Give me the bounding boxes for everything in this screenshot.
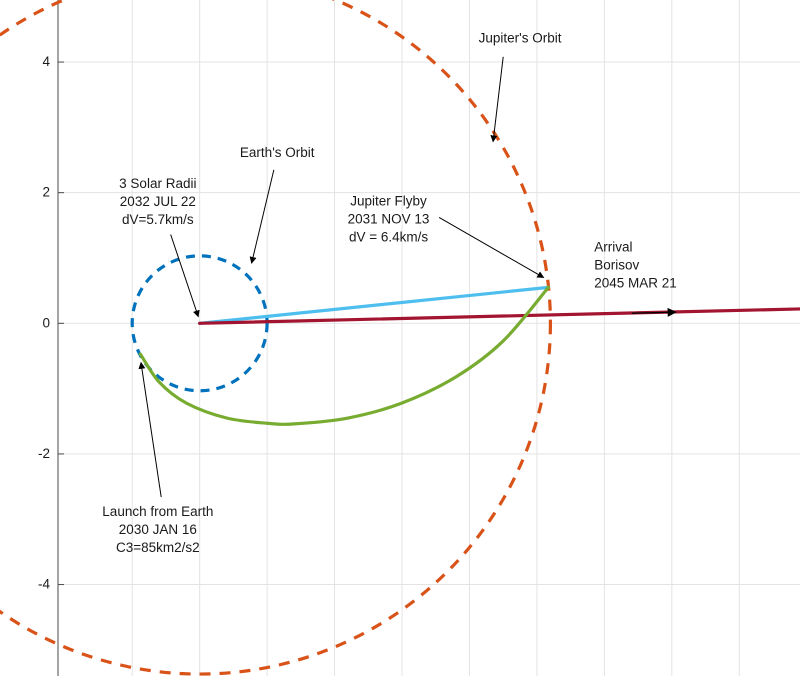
annotation-arrow: [490, 56, 504, 143]
orbit-circle: [130, 254, 269, 393]
annotation-arrow: [170, 234, 200, 318]
annotation-line: 2032 JUL 22: [120, 194, 196, 209]
annotation-earth-orbit: Earth's Orbit: [240, 145, 315, 160]
annotation-line: 2045 MAR 21: [594, 275, 677, 290]
annotation-launch: Launch from Earth 2030 JAN 16 C3=85km2/s2: [102, 504, 213, 555]
annotation-line: Borisov: [594, 257, 639, 272]
annotation-line: Launch from Earth: [102, 504, 213, 519]
annotation-line: Jupiter's Orbit: [479, 30, 562, 45]
annotation-line: Jupiter Flyby: [350, 194, 427, 209]
y-axis: 4 2 0 -2 -4: [38, 0, 64, 676]
y-tick-label: 2: [42, 185, 50, 200]
y-tick-label: 4: [42, 54, 50, 69]
orbit-circle: [0, 0, 552, 676]
trajectory-line: [138, 285, 550, 426]
y-tick-label: -2: [38, 446, 50, 461]
annotation-line: 3 Solar Radii: [119, 176, 196, 191]
annotation-line: 2031 NOV 13: [348, 212, 430, 227]
annotation-arrow: [438, 217, 545, 279]
annotation-arrow: [249, 169, 275, 264]
annotation-line: dV=5.7km/s: [122, 212, 194, 227]
trajectory-line: [198, 285, 550, 325]
grid-lines: [58, 0, 800, 676]
annotation-line: 2030 JAN 16: [119, 522, 197, 537]
trajectory-line: [198, 307, 800, 325]
direction-arrow: [631, 307, 677, 317]
annotation-jupiter-orbit: Jupiter's Orbit: [479, 30, 562, 45]
annotation-solar-radii: 3 Solar Radii 2032 JUL 22 dV=5.7km/s: [119, 176, 196, 227]
annotation-jupiter-flyby: Jupiter Flyby 2031 NOV 13 dV = 6.4km/s: [348, 194, 430, 245]
y-tick-label: -4: [38, 577, 50, 592]
annotation-line: dV = 6.4km/s: [349, 230, 428, 245]
annotation-line: Arrival: [594, 239, 632, 254]
annotation-arrow: [138, 361, 162, 498]
y-tick-label: 0: [42, 315, 50, 330]
annotation-line: C3=85km2/s2: [116, 540, 200, 555]
annotation-line: Earth's Orbit: [240, 145, 315, 160]
